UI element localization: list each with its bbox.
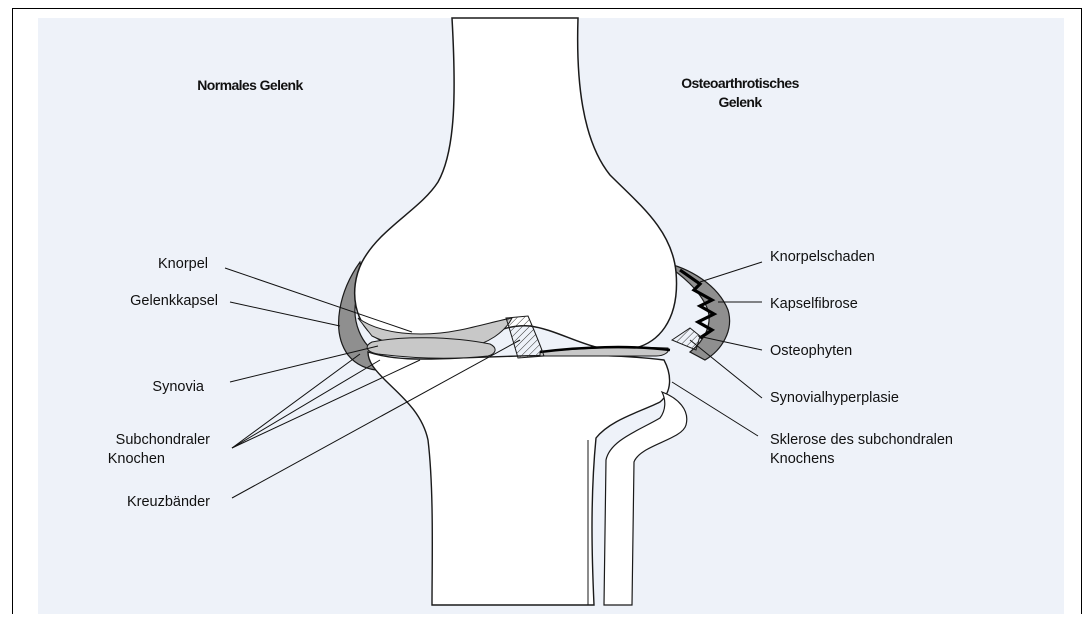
label-gelenkkapsel: Gelenkkapsel — [130, 292, 218, 311]
heading-osteoarthritic-joint-line1: Osteoarthrotisches — [630, 75, 850, 91]
leader-subchondral-3 — [232, 360, 420, 448]
leader-knorpelschaden — [700, 262, 762, 282]
leader-gelenkkapsel — [230, 302, 340, 326]
label-sklerose-line1: Sklerose des subchondralen — [770, 431, 953, 450]
leader-subchondral-1 — [232, 354, 360, 448]
heading-osteoarthritic-joint-line2: Gelenk — [630, 94, 850, 110]
leader-synovia — [230, 346, 378, 382]
label-sklerose-line2: Knochens — [770, 450, 835, 469]
label-osteophyten: Osteophyten — [770, 342, 852, 361]
femur — [355, 18, 677, 350]
heading-normal-joint: Normales Gelenk — [150, 77, 350, 93]
label-kreuzbaender: Kreuzbänder — [127, 493, 210, 512]
fibula — [604, 392, 687, 605]
osteophyte — [672, 328, 700, 350]
label-synovia: Synovia — [152, 378, 204, 397]
leader-subchondral-2 — [232, 360, 380, 448]
label-kapselfibrose: Kapselfibrose — [770, 295, 858, 314]
leader-synovialhyperplasie — [690, 340, 762, 398]
label-subchondral-line1: Subchondraler — [116, 431, 210, 450]
label-knorpel: Knorpel — [158, 255, 208, 274]
label-synovialhyperplasie: Synovialhyperplasie — [770, 389, 899, 408]
label-knorpelschaden: Knorpelschaden — [770, 248, 875, 267]
label-subchondral-line2: Knochen — [108, 450, 165, 469]
